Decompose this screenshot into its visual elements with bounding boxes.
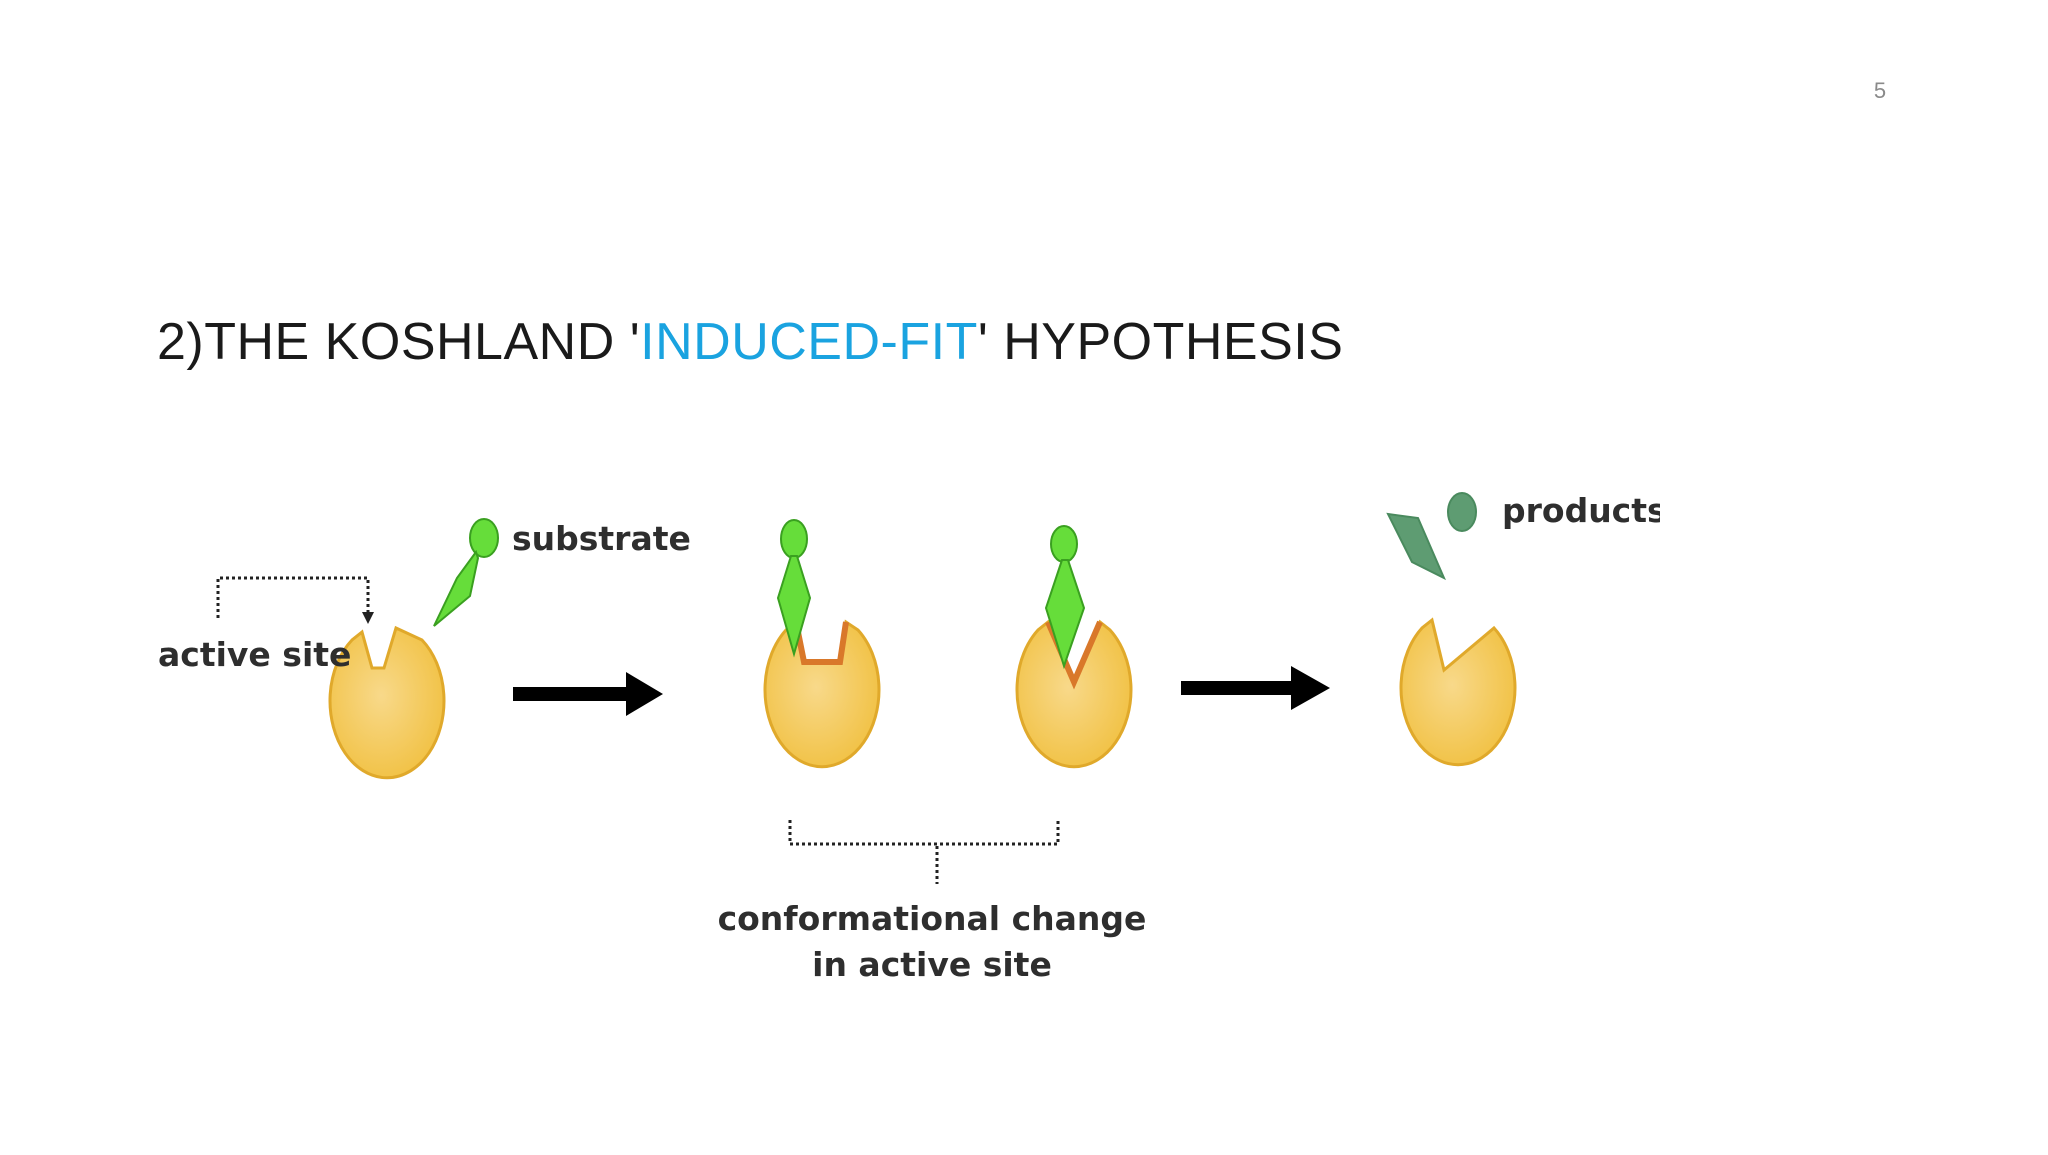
active-site-rim-2 bbox=[793, 621, 849, 665]
products bbox=[1386, 492, 1477, 581]
product-diamond bbox=[1386, 512, 1447, 581]
conformational-bracket bbox=[788, 820, 1060, 884]
active-site-pointer bbox=[216, 576, 370, 618]
substrate-head-3 bbox=[1050, 525, 1078, 563]
substrate-body bbox=[433, 549, 480, 627]
enzyme-stage-1 bbox=[328, 625, 446, 780]
conformational-bracket-line bbox=[788, 820, 1060, 846]
substrate-free bbox=[433, 518, 499, 627]
enzyme-2-shape bbox=[763, 619, 881, 769]
page-number: 5 bbox=[1873, 78, 1887, 103]
active-site-label: active site bbox=[158, 635, 351, 674]
substrate-head bbox=[469, 518, 499, 558]
enzyme-stage-2 bbox=[763, 519, 881, 769]
enzyme-4-shape bbox=[1399, 617, 1517, 767]
product-circle bbox=[1447, 492, 1477, 532]
active-site-bracket bbox=[216, 576, 370, 618]
title-highlight: INDUCED-FIT bbox=[640, 313, 978, 371]
enzyme-1-shape bbox=[328, 625, 446, 780]
enzyme-3-shape bbox=[1015, 619, 1133, 769]
slide-title: 2)THE KOSHLAND 'INDUCED-FIT' HYPOTHESIS bbox=[157, 312, 1343, 372]
title-suffix: ' HYPOTHESIS bbox=[977, 313, 1344, 371]
substrate-label: substrate bbox=[512, 519, 691, 558]
diagram-svg: active site substrate bbox=[158, 491, 1667, 984]
arrow-right-1 bbox=[513, 672, 663, 716]
substrate-body-3 bbox=[1044, 559, 1086, 670]
enzyme-stage-3 bbox=[1015, 525, 1133, 769]
substrate-head-2 bbox=[780, 519, 808, 559]
active-site-arrowhead bbox=[362, 612, 374, 624]
products-label: products bbox=[1502, 491, 1660, 530]
conformational-label-line1: conformational change bbox=[718, 899, 1147, 938]
induced-fit-diagram: active site substrate bbox=[140, 390, 1667, 1150]
substrate-body-2 bbox=[776, 555, 812, 658]
title-prefix: 2)THE KOSHLAND ' bbox=[157, 313, 641, 371]
enzyme-stage-4 bbox=[1399, 617, 1517, 767]
arrow-right-2 bbox=[1181, 666, 1330, 710]
conformational-label-line2: in active site bbox=[812, 945, 1052, 984]
